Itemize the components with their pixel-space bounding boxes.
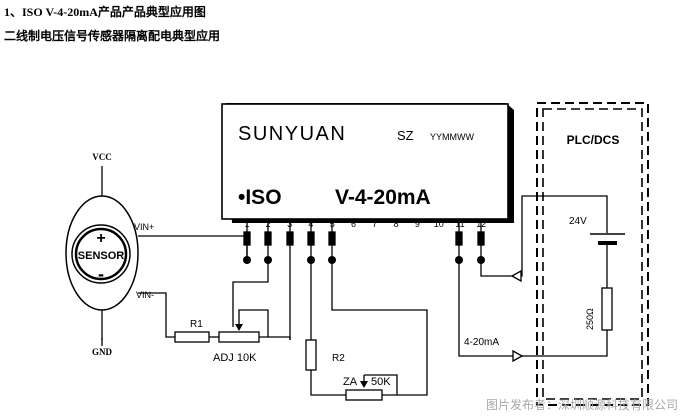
pin-label-2: 2 [266,219,271,229]
r1-label: R1 [190,319,203,330]
resistor-250-ohm [601,287,613,331]
pot-za-wiper [360,381,368,388]
pin-label-5: 5 [330,219,335,229]
sensor-minus: - [98,264,104,284]
pin-label-12: 12 [476,219,486,229]
module-pins [243,219,485,340]
signal-arrow [512,349,524,363]
wire-pin2-pot [232,260,269,327]
sz-label: SZ [397,128,414,143]
pin-label-9: 9 [415,219,420,229]
plc-dcs-box [536,102,649,406]
pin-label-11: 11 [455,219,464,229]
sensor-plus: + [96,230,105,247]
pin-label-3: 3 [287,219,292,229]
pin-label-4: 4 [308,219,313,229]
vcc-label: VCC [92,152,112,162]
date-code-label: YYMMWW [430,132,474,142]
adj-label: ADJ 10K [213,352,257,364]
signal-label: 4-20mA [464,337,499,348]
iso-label: •ISO [238,186,282,209]
figure-subheading: 二线制电压信号传感器隔离配电典型应用 [4,29,221,43]
sensor-face [71,224,131,284]
pot2-label: 50K [371,376,391,388]
resistor-250-label: 250Ω [585,308,595,330]
pot-za [345,389,383,401]
pin-label-8: 8 [394,219,399,229]
resistor-r2 [305,339,317,371]
watermark-text: 图片发布者：深圳顺源科技有限公司 [486,397,678,412]
pin-label-10: 10 [434,219,444,229]
sensor-label: SENSOR [78,250,125,262]
wire-vin-minus-r1 [138,292,175,338]
model-label: V-4-20mA [335,186,431,209]
pot-adj [218,331,260,343]
resistor-r1 [174,331,210,343]
pin-label-6: 6 [351,219,356,229]
figure-heading: 1、ISO V-4-20mA产品产品典型应用图 [4,5,206,19]
brand-label: SUNYUAN [238,123,346,145]
isolator-module [221,103,509,220]
r2-label: R2 [332,353,345,364]
wire-pin11-signal [458,260,608,357]
gnd-label: GND [92,347,113,357]
battery-label: 24V [569,216,587,227]
wire-pin1-vin-plus [138,235,248,260]
vin-minus-label: VIN- [136,290,154,300]
junction-dots [243,256,485,264]
vin-plus-label: VIN+ [134,222,154,232]
pot-adj-wiper [235,324,243,331]
za-label: ZA [343,376,358,388]
pin-label-7: 7 [372,219,377,229]
wire-pin12-battery [480,195,608,277]
pin-label-1: 1 [244,219,249,229]
return-arrow [510,269,522,283]
plc-dcs-label: PLC/DCS [567,133,620,147]
